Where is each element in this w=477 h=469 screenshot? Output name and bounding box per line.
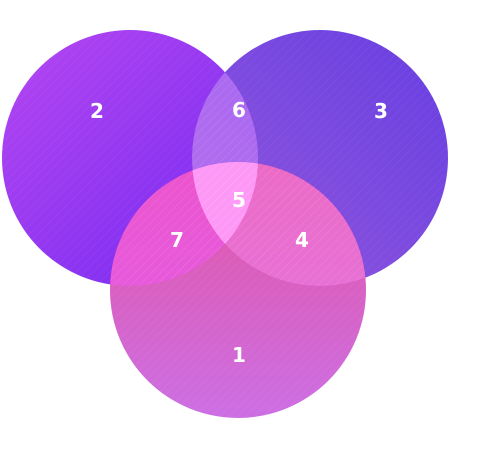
label-region-7: 7: [170, 228, 184, 252]
label-region-1: 1: [232, 343, 246, 367]
label-region-6: 6: [232, 98, 246, 122]
label-region-5: 5: [232, 188, 246, 212]
label-region-3: 3: [374, 99, 388, 123]
label-region-2: 2: [90, 99, 104, 123]
label-region-4: 4: [295, 228, 309, 252]
texture-overlay: [2, 30, 448, 418]
